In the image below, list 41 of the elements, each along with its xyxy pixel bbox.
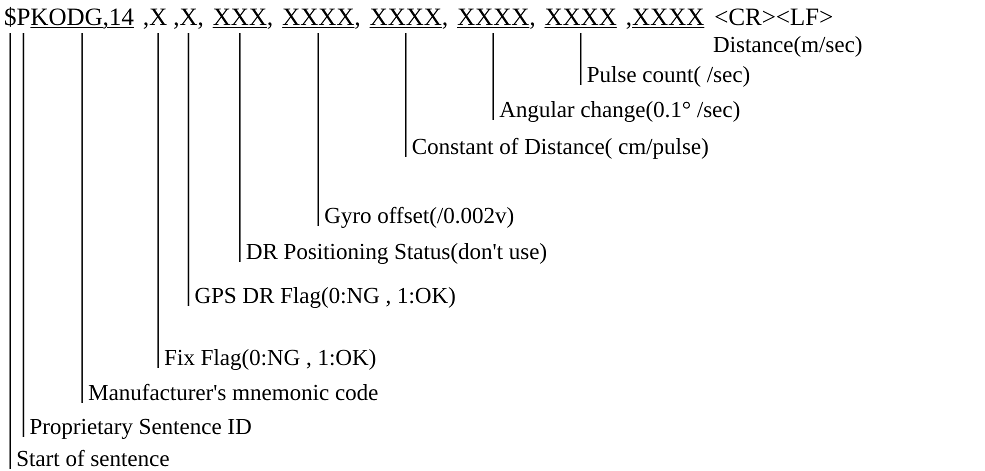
leader-line [405, 33, 406, 157]
sentence-field: X [149, 4, 168, 32]
field-description: Distance(m/sec) [713, 32, 862, 58]
separator-text: , [142, 4, 150, 32]
sentence-field: P [16, 4, 30, 32]
terminator-text: <CR><LF> [714, 4, 834, 32]
sentence-field: XXXX [282, 4, 354, 32]
leader-line [239, 33, 241, 262]
separator-text: , [354, 4, 361, 32]
field-description: Manufacturer's mnemonic code [88, 380, 378, 406]
sentence-field: $ [4, 4, 16, 32]
field-description: Pulse count( /sec) [586, 62, 750, 88]
field-description: Start of sentence [16, 446, 170, 471]
leader-line [22, 33, 24, 437]
leader-line [318, 33, 320, 226]
separator-text: , [173, 4, 180, 32]
leader-line [492, 33, 494, 120]
field-description: DR Positioning Status(don't use) [246, 239, 548, 265]
separator-text: , [442, 4, 448, 32]
sentence-field: X [179, 4, 198, 32]
field-description: Gyro offset(/0.002v) [324, 203, 514, 229]
field-description: Constant of Distance( cm/pulse) [412, 134, 709, 160]
leader-line [188, 33, 190, 306]
field-description: Proprietary Sentence ID [29, 414, 252, 440]
sentence-field: KODG,14 [30, 4, 134, 32]
leader-line [157, 33, 159, 368]
field-description: Fix Flag(0:NG , 1:OK) [164, 345, 376, 371]
leader-line [580, 33, 582, 85]
separator-text: , [266, 4, 274, 32]
separator-text: , [198, 4, 204, 32]
sentence-field: XXXX [632, 4, 704, 32]
sentence-field: XXXX [370, 4, 442, 32]
field-description: Angular change(0.1° /sec) [499, 97, 740, 123]
sentence-field: XXX [212, 4, 267, 32]
separator-text: , [626, 4, 632, 32]
field-description: GPS DR Flag(0:NG , 1:OK) [194, 283, 456, 309]
sentence-field: XXXX [457, 4, 530, 32]
sentence-field: XXXX [544, 4, 617, 32]
leader-line [81, 33, 83, 403]
leader-line [10, 33, 11, 469]
separator-text: , [529, 4, 536, 32]
